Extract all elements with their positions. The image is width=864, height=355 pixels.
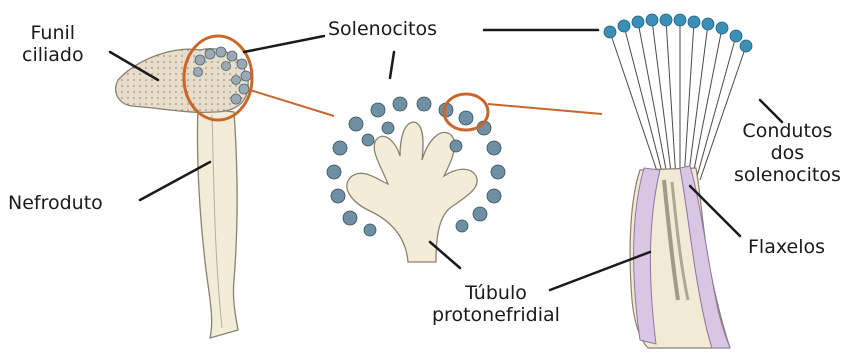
solenocyte-conduits <box>610 20 746 180</box>
connector-line-1 <box>250 90 334 116</box>
nefroduto-tube <box>197 108 238 338</box>
label-nefroduto: Nefroduto <box>8 192 103 214</box>
connector-line-2 <box>488 104 602 114</box>
label-condutos-line3: solenocitos <box>734 164 841 186</box>
label-flaxelos: Flaxelos <box>748 236 825 258</box>
label-solenocitos: Solenocitos <box>328 18 437 40</box>
label-tubulo-line1: Túbulo <box>432 282 560 304</box>
right-organ <box>604 14 752 348</box>
middle-cluster <box>327 94 505 262</box>
label-condutos-line2: dos <box>734 142 841 164</box>
label-tubulo-line2: protonefridial <box>432 304 560 326</box>
left-organ <box>112 36 252 338</box>
label-funil-line1: Funil <box>22 22 84 44</box>
label-funil-line2: ciliado <box>22 44 84 66</box>
label-condutos-line1: Condutos <box>734 120 841 142</box>
label-condutos-solenocitos: Condutos dos solenocitos <box>734 120 841 186</box>
label-funil-ciliado: Funil ciliado <box>22 22 84 66</box>
label-tubulo-protonefridial: Túbulo protonefridial <box>432 282 560 326</box>
